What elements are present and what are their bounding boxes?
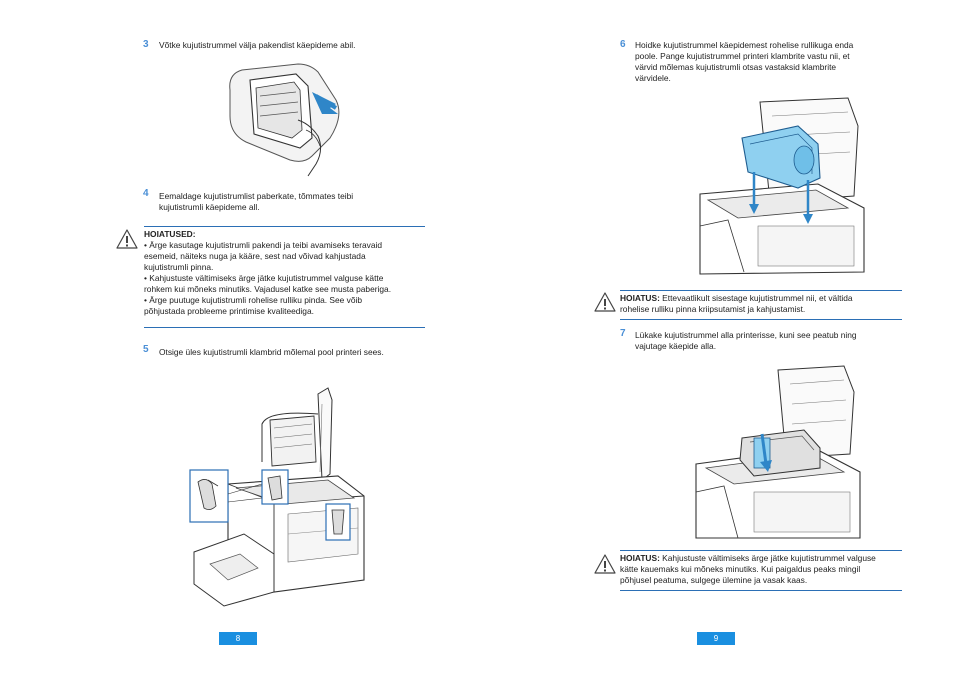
figure-drum-unpacking [226,60,356,178]
warning-triangle-icon [594,554,616,574]
caution-line-6: • Ärge puutuge kujutistrumli rohelise ru… [144,295,363,305]
step-5-number: 5 [143,344,149,355]
caution-1-text: Ettevaatlikult sisestage kujutistrummel … [659,293,853,303]
caution-line-5: rohkem kui mõneks minutiks. Vajadusel ka… [144,284,392,294]
caution-2-line-1: HOIATUS: Kahjustuste vältimiseks ärge jä… [620,553,876,564]
caution-1-line-1: HOIATUS: Ettevaatlikult sisestage kujuti… [620,293,853,304]
step-3-text: Võtke kujutistrummel välja pakendist käe… [159,40,356,50]
step-6-line-2: poole. Pange kujutistrummel printeri kla… [635,51,850,61]
figure-drum-insertion [698,96,866,276]
caution-1-title: HOIATUS: [620,293,660,303]
step-3-number: 3 [143,39,149,50]
caution-line-2: esemeid, näiteks nuga ja kääre, sest nad… [144,251,366,261]
step-7-line-2: vajutage käepide alla. [635,341,717,351]
step-7-line-1: Lükake kujutistrummel alla printerisse, … [635,330,857,340]
caution-line-4: • Kahjustuste vältimiseks ärge jätke kuj… [144,273,384,283]
warning-triangle-icon [116,229,138,249]
caution-2-line-3: põhjusel peatuma, sulgege ülemine ja vas… [620,575,808,585]
caution-2-top-rule [620,550,902,551]
step-6-line-3: värvid mõlemas kujutistrumli otsas vasta… [635,62,837,72]
caution-top-rule [144,226,425,227]
step-6-line-4: värvidele. [635,73,671,83]
step-6-number: 6 [620,39,626,50]
caution-2-text: Kahjustuste vältimiseks ärge jätke kujut… [659,553,876,563]
step-4-number: 4 [143,188,149,199]
caution-title: HOIATUSED: [144,229,196,239]
caution-bottom-rule [144,327,425,328]
step-6-line-1: Hoidke kujutistrummel käepidemest roheli… [635,40,854,50]
caution-2-line-2: kätte kauemaks kui mõneks minutiks. Kui … [620,564,861,574]
caution-1-line-2: rohelise rulliku pinna kriipsutamist ja … [620,304,806,314]
page-number-right: 9 [697,632,735,645]
caution-2-title: HOIATUS: [620,553,660,563]
caution-1-top-rule [620,290,902,291]
caution-line-1: • Ärge kasutage kujutistrumli pakendi ja… [144,240,383,250]
caution-line-3: kujutistrumli pinna. [144,262,214,272]
page-number-left: 8 [219,632,257,645]
caution-line-7: põhjustada probleeme printimise kvalitee… [144,306,314,316]
step-4-line-1: Eemaldage kujutistrumlist paberkate, tõm… [159,191,354,201]
step-5-text: Otsige üles kujutistrumli klambrid mõlem… [159,347,384,357]
step-4-line-2: kujutistrumli käepideme all. [159,202,260,212]
caution-1-bottom-rule [620,319,902,320]
figure-printer-clamps [188,384,368,608]
warning-triangle-icon [594,292,616,312]
caution-2-bottom-rule [620,590,902,591]
step-7-number: 7 [620,328,626,339]
figure-drum-push-down [694,364,862,540]
